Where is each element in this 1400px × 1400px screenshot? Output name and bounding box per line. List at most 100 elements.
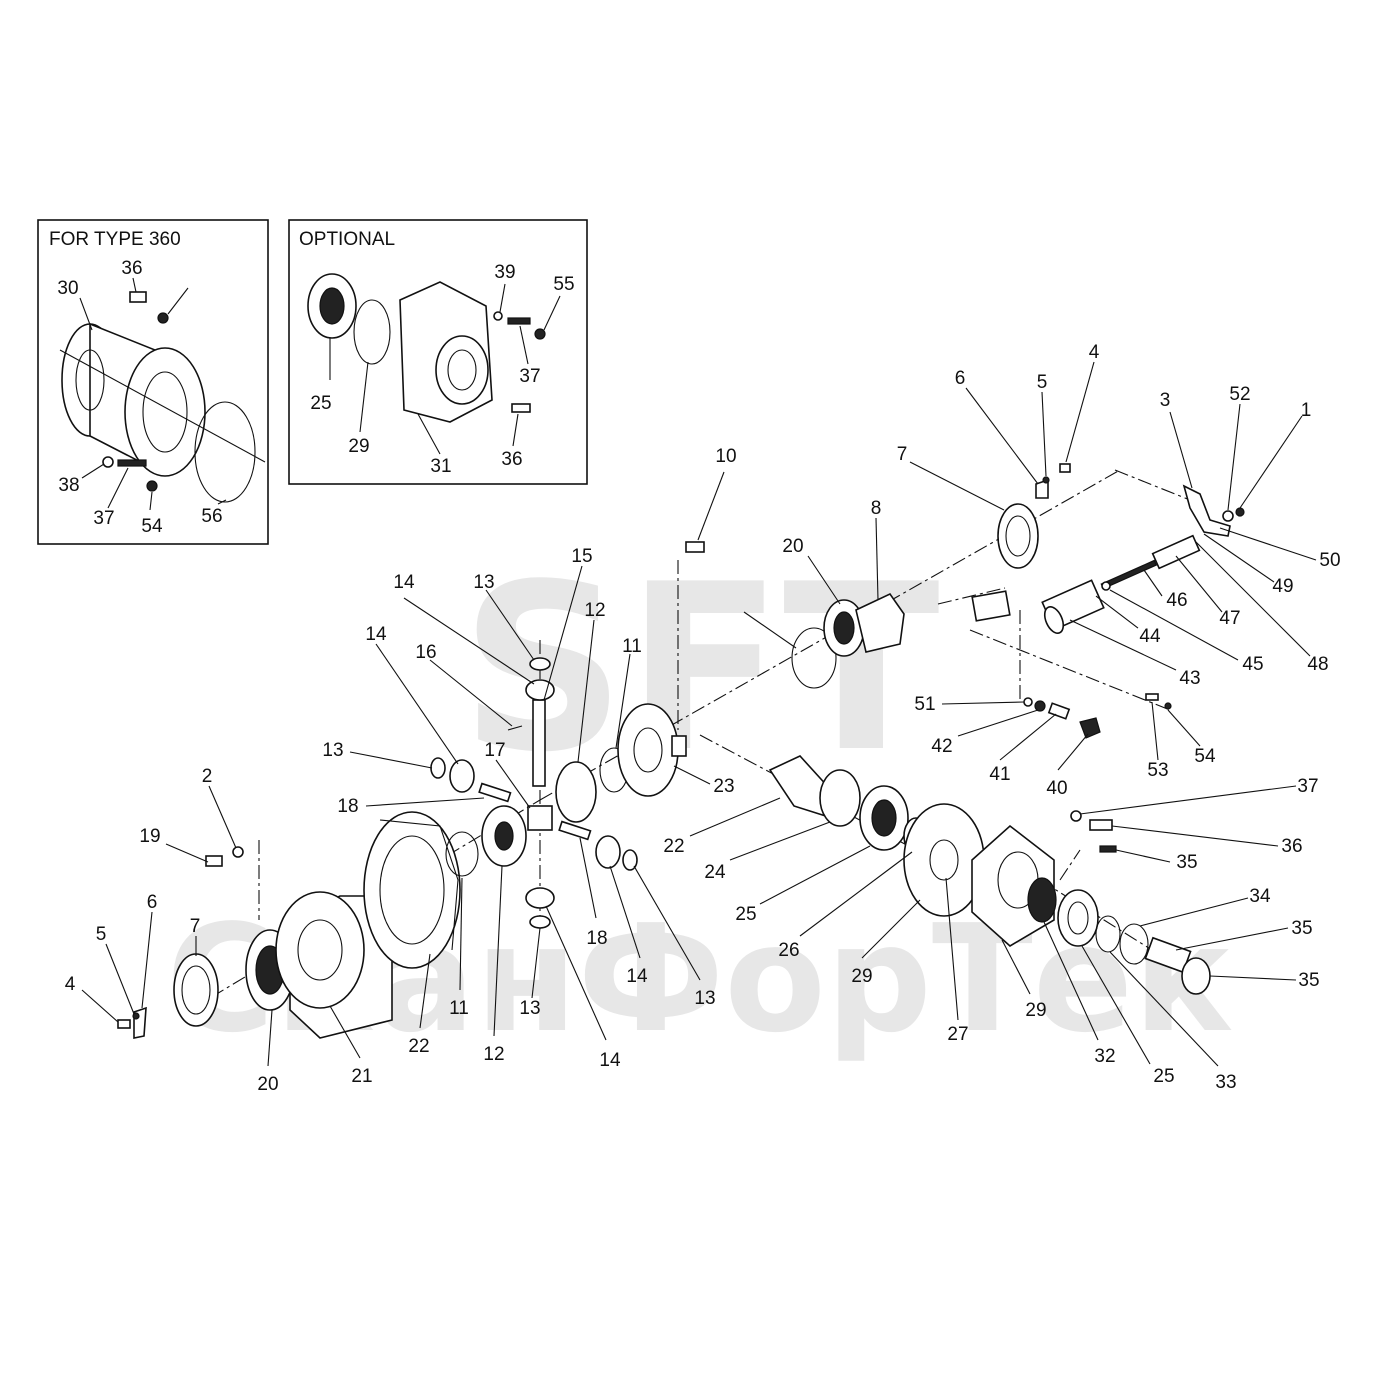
leader-40 [957, 709, 1039, 737]
shim-28 [353, 299, 391, 365]
callout-31: 33 [1215, 1072, 1236, 1093]
leader-13-top [485, 589, 535, 661]
callout-10: 10 [715, 446, 736, 467]
callout-36-inset360: 37 [93, 508, 114, 529]
callout-8: 8 [871, 498, 882, 519]
leader-25-outer [1081, 945, 1151, 1065]
callout-20-right: 20 [782, 536, 803, 557]
stud-36 [117, 459, 147, 467]
washer-37-optional [493, 311, 503, 321]
callout-12-bottom: 12 [483, 1044, 504, 1065]
callout-37-optional: 39 [494, 262, 515, 283]
leader-5-left [105, 943, 135, 1015]
roll-pin-16 [507, 725, 523, 731]
lock-ring-7-right-inner [1005, 515, 1031, 557]
callout-4-left: 4 [65, 974, 76, 995]
left-assembly [117, 811, 461, 1039]
shift-mechanism [971, 484, 1245, 739]
bolt-35-optional [511, 403, 531, 413]
bearing-25-race [319, 287, 345, 325]
leader-3 [1169, 411, 1193, 489]
callout-29-inset360: 30 [57, 278, 78, 299]
leader-26 [799, 851, 913, 937]
callout-22-right: 22 [663, 836, 684, 857]
callout-35-inset360: 36 [121, 258, 142, 279]
leader-19 [165, 843, 209, 863]
callout-26: 26 [778, 940, 799, 961]
differential-gears [430, 657, 638, 929]
side-gear-12-left-hub [494, 821, 514, 851]
ring-31 [1095, 915, 1121, 953]
bolt-4-left [117, 1019, 131, 1029]
callout-11-left: 11 [449, 998, 469, 1019]
callout-4-right: 4 [1089, 342, 1100, 363]
leader-14-top [403, 597, 535, 685]
piston-41-end [1043, 606, 1065, 634]
inset-optional-title: OPTIONAL [299, 229, 395, 250]
axis-line [59, 349, 266, 463]
ball-52 [1164, 702, 1172, 710]
clutch-sleeve-8 [855, 592, 905, 653]
callout-48: 50 [1319, 550, 1340, 571]
callout-28-optional: 29 [348, 436, 369, 457]
callout-7-right: 7 [897, 444, 908, 465]
callout-35: 35 [1176, 852, 1197, 873]
callout-12-top: 12 [584, 600, 605, 621]
inset-type-360-frame [37, 219, 269, 545]
callout-38: 40 [1046, 778, 1067, 799]
leader-53 [743, 611, 797, 649]
pinion-gear-14-right [595, 835, 621, 869]
callout-43: 45 [1242, 654, 1263, 675]
pinion-gear-14-bottom [525, 887, 555, 909]
leader-lines [81, 361, 1317, 1067]
callout-46: 48 [1307, 654, 1328, 675]
callout-37-inset360: 38 [58, 475, 79, 496]
washer-37 [1070, 810, 1082, 822]
callout-25-optional: 25 [310, 393, 331, 414]
leader-29 [79, 297, 93, 331]
adapter-39 [1047, 702, 1071, 720]
leader-27 [945, 877, 959, 1021]
callout-16: 16 [415, 642, 436, 663]
callout-55-inset360: 56 [201, 506, 222, 527]
leader-28-opt [359, 361, 369, 433]
screw-5-left [132, 1012, 140, 1020]
leader-17 [495, 759, 531, 809]
callout-36-optional: 37 [519, 366, 540, 387]
leader-41 [1069, 619, 1177, 671]
plug-51 [1145, 693, 1159, 701]
callout-22-left: 22 [408, 1036, 429, 1057]
bolt-4-right [1059, 463, 1071, 473]
leader-12-top [577, 619, 595, 763]
leader-6-left [141, 911, 153, 1009]
bolt-35 [129, 291, 147, 303]
callout-34: 35 [1298, 970, 1319, 991]
leader-37 [1079, 785, 1297, 815]
leader-36 [1111, 825, 1279, 847]
bearing-20-right-race [833, 611, 855, 645]
thrust-washer-11-left [445, 831, 479, 877]
callout-18-right: 18 [586, 928, 607, 949]
leader-1 [1239, 415, 1303, 509]
screw-5-right [1042, 476, 1050, 484]
callout-50: 52 [1229, 384, 1250, 405]
leader-42 [1095, 595, 1139, 629]
leader-14-left [375, 643, 459, 765]
leader-20-right [807, 555, 841, 605]
pin-50 [1222, 510, 1234, 522]
leader-50 [1227, 403, 1241, 511]
housing-29-bore-inner [447, 349, 477, 391]
callout-6-right: 6 [955, 368, 966, 389]
leader-5-right [1041, 391, 1047, 477]
inset-type-360-title: FOR TYPE 360 [49, 229, 181, 250]
leader-35 [1115, 849, 1171, 863]
leader-22-left [419, 953, 431, 1029]
crown-wheel-22 [363, 811, 461, 969]
pinion-assembly [768, 755, 1211, 995]
leader-39 [999, 713, 1057, 761]
callout-29: 29 [1025, 1000, 1046, 1021]
spacer-24 [819, 769, 861, 827]
o-ring-53 [791, 627, 837, 689]
